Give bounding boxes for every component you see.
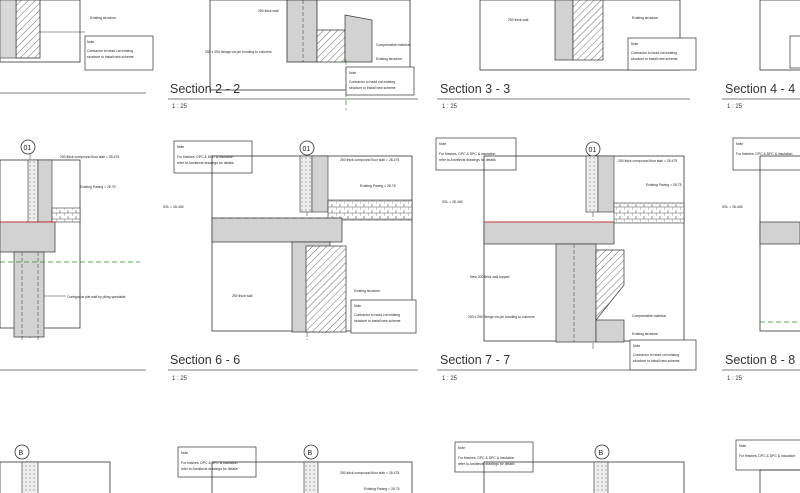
note-text: For finishes, DPC & DPC & insulation bbox=[177, 155, 233, 159]
note-text: Contractor to head cut existing bbox=[349, 80, 395, 84]
section-3-3: 250 thick wall Existing structure Note C… bbox=[437, 0, 697, 110]
note-text: refer to Architects drawings for details bbox=[177, 161, 234, 165]
grid-bubble-b bbox=[14, 444, 30, 460]
note-text: For finishes, DPC & DPC & insulation bbox=[439, 152, 495, 156]
grid-bubble-label: 01 bbox=[303, 146, 311, 153]
annotation: Existing Paving = 28.75 bbox=[360, 184, 396, 188]
annotation: 250 x 250 fixings via pin bonding to col… bbox=[205, 50, 272, 54]
note-text: Contractor to head cut existing bbox=[631, 51, 677, 55]
note-text: Contractor to head cut existing bbox=[354, 313, 400, 317]
section-8-8-partial: Note For finishes, DPC & DPC & insulatio… bbox=[722, 137, 800, 382]
note-box bbox=[435, 137, 517, 171]
note-text: structure to install new scheme bbox=[633, 359, 680, 363]
annotation: 250 thick compound floor slab = 28.475 bbox=[340, 471, 399, 475]
section-5-partial: 01 250 thick compound floor slab = 28.47… bbox=[0, 139, 146, 371]
annotation: 250 thick compound floor slab = 28.475 bbox=[340, 158, 399, 162]
section-6-title: Section 6 - 6 bbox=[170, 353, 240, 367]
note-text: Contractor to head cut existing bbox=[633, 353, 679, 357]
section-4-title: Section 4 - 4 bbox=[725, 82, 795, 96]
note-text: refer to Architects drawings for details bbox=[181, 467, 238, 471]
note-text: structure to install new scheme bbox=[631, 57, 678, 61]
annotation: Existing structure bbox=[376, 57, 402, 61]
note-text: refer to Architects drawings for details bbox=[439, 158, 496, 162]
annotation: 250 thick wall bbox=[508, 18, 529, 22]
grid-bubble-label: B bbox=[19, 450, 24, 457]
annotation: 250 x 250 fixings via pin bonding to col… bbox=[468, 315, 535, 319]
note-text: structure to install new scheme bbox=[349, 86, 396, 90]
note-box bbox=[735, 439, 800, 471]
note-box bbox=[732, 137, 800, 171]
note-label: Note bbox=[439, 142, 446, 146]
note-text: Contractor to head cut existing bbox=[87, 49, 133, 53]
note-box bbox=[345, 66, 415, 96]
note-label: Note bbox=[181, 451, 188, 455]
note-label: Note bbox=[633, 344, 640, 348]
annotation: 250 thick wall bbox=[258, 9, 279, 13]
note-text: For finishes, DPC & DPC & insulation bbox=[181, 461, 237, 465]
section-7-7: Note For finishes, DPC & DPC & insulatio… bbox=[435, 137, 697, 382]
annotation: Existing structure bbox=[354, 289, 380, 293]
note-text: structure to install new scheme bbox=[87, 55, 134, 59]
note-text: structure to install new scheme bbox=[354, 319, 401, 323]
note-box bbox=[84, 35, 154, 71]
section-8-scale: 1 : 25 bbox=[727, 376, 743, 382]
section-4-4-partial: Section 4 - 4 1 : 25 bbox=[722, 0, 800, 110]
grid-bubble-label: B bbox=[599, 450, 604, 457]
annotation: 250 thick compound floor slab = 28.475 bbox=[618, 159, 677, 163]
section-2-scale: 1 : 25 bbox=[172, 104, 188, 110]
annotation: Existing structure bbox=[90, 16, 116, 20]
note-label: Note bbox=[349, 71, 356, 75]
section-4-scale: 1 : 25 bbox=[727, 104, 743, 110]
level-marker: SSL = 28.445 bbox=[442, 200, 463, 204]
section-1-partial: Note Contractor to head cut existing str… bbox=[0, 0, 154, 94]
note-text: refer to Architects drawings for details bbox=[458, 462, 515, 466]
section-2-title: Section 2 - 2 bbox=[170, 82, 240, 96]
note-label: Note bbox=[87, 40, 94, 44]
annotation: 250 thick wall bbox=[232, 294, 253, 298]
section-6-scale: 1 : 25 bbox=[172, 376, 188, 382]
section-2-2: 250 thick wall 250 x 250 fixings via pin… bbox=[168, 0, 418, 110]
bottom-row-partial: B Note For finishes, DPC & DPC & insulat… bbox=[0, 439, 800, 493]
annotation: Compressible material bbox=[376, 43, 410, 47]
note-label: Note bbox=[739, 444, 746, 448]
grid-bubble-label: B bbox=[308, 450, 313, 457]
section-7-scale: 1 : 25 bbox=[442, 376, 458, 382]
note-text: For finishes, DPC & DPC & insulation bbox=[736, 152, 792, 156]
note-box bbox=[627, 37, 697, 71]
annotation: New 200 thick wall topped bbox=[470, 275, 510, 279]
annotation: 250 thick compound floor slab = 28.475 bbox=[60, 155, 119, 159]
note-text: For finishes, DPC & DPC & insulation bbox=[458, 456, 514, 460]
note-label: Note bbox=[736, 142, 743, 146]
grid-bubble-label: 01 bbox=[589, 147, 597, 154]
annotation: Existing Paving = 28.75 bbox=[646, 183, 682, 187]
section-8-title: Section 8 - 8 bbox=[725, 353, 795, 367]
grid-bubble-b bbox=[594, 444, 610, 460]
annotation: Existing structure bbox=[632, 332, 658, 336]
note-box bbox=[454, 441, 534, 473]
grid-bubble-label: 01 bbox=[24, 145, 32, 152]
section-3-title: Section 3 - 3 bbox=[440, 82, 510, 96]
annotation: Existing Paving = 28.75 bbox=[364, 487, 400, 491]
note-label: Note bbox=[631, 42, 638, 46]
note-box bbox=[350, 299, 417, 334]
note-box bbox=[629, 339, 697, 371]
level-marker: SSL = 28.445 bbox=[722, 205, 743, 209]
annotation: Existing Paving = 28.75 bbox=[80, 185, 116, 189]
note-text: For finishes, DPC & DPC & insulation bbox=[739, 454, 795, 458]
annotation: Existing structure bbox=[632, 16, 658, 20]
section-7-title: Section 7 - 7 bbox=[440, 353, 510, 367]
annotation: Compressible material bbox=[632, 314, 666, 318]
note-label: Note bbox=[177, 145, 184, 149]
note-label: Note bbox=[354, 304, 361, 308]
annotation: Contiguous pile wall by piling specialis… bbox=[67, 295, 125, 299]
note-box bbox=[173, 140, 253, 174]
section-3-scale: 1 : 25 bbox=[442, 104, 458, 110]
section-6-6: Note For finishes, DPC & DPC & insulatio… bbox=[163, 140, 418, 382]
grid-bubble-01 bbox=[20, 139, 36, 155]
level-marker: SSL = 28.445 bbox=[163, 205, 184, 209]
note-label: Note bbox=[458, 446, 465, 450]
grid-bubble-b bbox=[303, 444, 319, 460]
